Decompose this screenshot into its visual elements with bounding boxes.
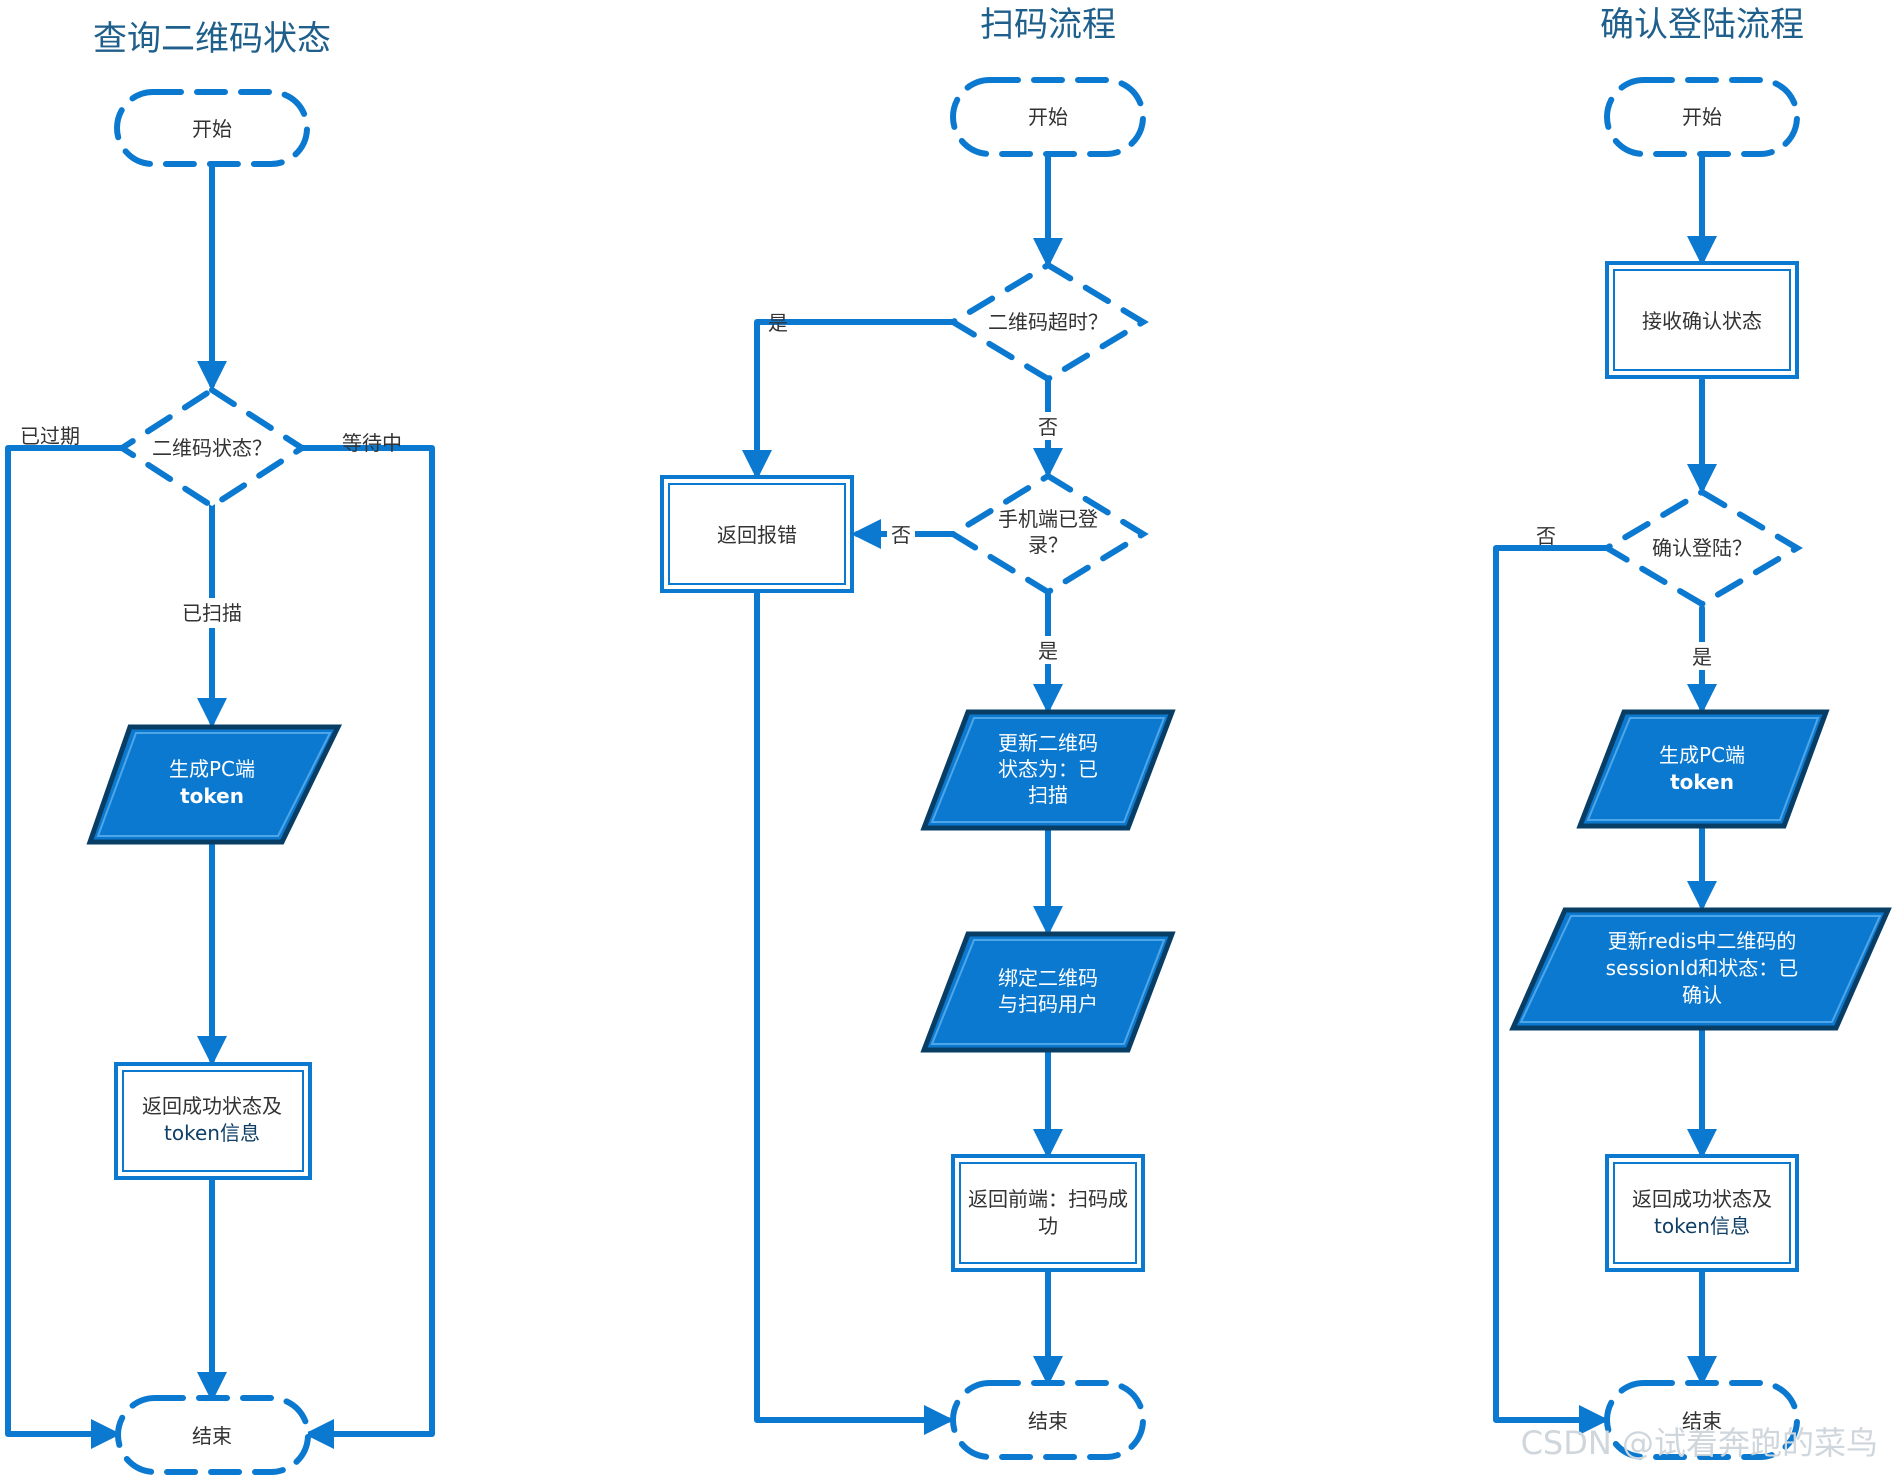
receive-status-label: 接收确认状态	[1642, 309, 1762, 333]
confirm-decision-label: 确认登陆？	[1652, 536, 1752, 560]
logged-yes-label: 是	[1038, 639, 1058, 663]
timeout-decision-label: 二维码超时？	[988, 310, 1108, 334]
edge-confirm-no	[1493, 545, 1610, 1435]
end-terminal	[950, 1380, 1146, 1460]
update-status-line2: 状态为：已	[998, 757, 1098, 781]
update-status-line3: 扫描	[1028, 783, 1068, 807]
end-terminal	[1604, 1380, 1800, 1460]
error-label: 返回报错	[717, 523, 797, 547]
csdn-watermark: CSDN @试着奔跑的菜鸟	[1521, 1424, 1878, 1462]
confirm-flow: 开始 接收确认状态 确认登陆？ 否 是 生成PC端 token 更新redis中…	[1493, 77, 1892, 1460]
return-success-process-inner	[122, 1070, 304, 1172]
waiting-label: 等待中	[342, 431, 402, 455]
logged-no-label: 否	[891, 523, 911, 547]
return-success-process	[114, 1062, 312, 1180]
edge-error-to-end	[754, 589, 954, 1435]
start-terminal	[1604, 77, 1800, 157]
generate-token-io-inner	[96, 732, 332, 837]
timeout-no-label: 否	[1038, 415, 1058, 439]
confirm-yes-label: 是	[1692, 645, 1712, 669]
generate-token-io-inner	[1586, 717, 1820, 821]
update-redis-io	[1509, 907, 1892, 1031]
receive-status-process	[1605, 261, 1799, 379]
return-success-process	[1605, 1154, 1799, 1272]
return-scan-success-line2: 功	[1038, 1214, 1058, 1238]
return-success-line1: 返回成功状态及	[1632, 1187, 1772, 1211]
start-label: 开始	[1682, 105, 1722, 129]
logged-in-decision-line2: 录？	[1028, 533, 1068, 557]
title-confirm-flow: 确认登陆流程	[1600, 5, 1804, 45]
generate-token-line2: token	[1670, 770, 1734, 794]
generate-token-line1: 生成PC端	[1659, 743, 1745, 767]
error-process-inner	[668, 483, 846, 585]
edge-waiting	[299, 445, 435, 1449]
update-redis-line1: 更新redis中二维码的	[1608, 929, 1797, 953]
generate-token-io	[86, 724, 342, 845]
end-terminal	[115, 1395, 311, 1475]
scanned-label: 已扫描	[182, 601, 242, 625]
confirm-no-label: 否	[1536, 524, 1556, 548]
update-redis-line2: sessionId和状态：已	[1606, 956, 1799, 980]
update-redis-io-inner	[1519, 915, 1882, 1023]
generate-token-line2: token	[180, 784, 244, 808]
bind-user-io	[920, 931, 1176, 1053]
logged-in-decision	[947, 472, 1149, 596]
bind-user-line1: 绑定二维码	[998, 966, 1098, 990]
query-flow: 开始 二维码状态？ 已过期 等待中 已扫描 生成PC端 token 返回成功状态…	[5, 89, 435, 1475]
status-decision	[116, 386, 308, 510]
start-terminal	[114, 89, 310, 167]
update-status-line1: 更新二维码	[998, 731, 1098, 755]
return-scan-success-process	[951, 1154, 1145, 1272]
update-status-io-inner	[930, 717, 1166, 823]
end-label: 结束	[1028, 1409, 1068, 1433]
logged-yes-label-bg	[1034, 636, 1062, 664]
logged-no-label-bg	[887, 520, 915, 548]
generate-token-line1: 生成PC端	[169, 757, 255, 781]
start-terminal	[950, 77, 1146, 157]
timeout-decision	[947, 261, 1149, 383]
update-redis-line3: 确认	[1682, 983, 1722, 1007]
start-label: 开始	[1028, 105, 1068, 129]
edge-timeout-yes	[742, 319, 955, 480]
update-status-io	[920, 709, 1176, 831]
return-scan-success-process-inner	[959, 1162, 1137, 1264]
status-decision-label: 二维码状态？	[152, 436, 272, 460]
receive-status-process-inner	[1613, 269, 1791, 371]
confirm-decision	[1601, 488, 1803, 608]
bind-user-line2: 与扫码用户	[998, 992, 1098, 1016]
timeout-no-label-bg	[1034, 412, 1062, 440]
error-process	[660, 475, 854, 593]
scanned-label-bg	[172, 598, 252, 628]
scan-flow: 开始 二维码超时？ 是 否 手机端已登 录？ 否 是 返回报错 更新二维码 状态…	[660, 77, 1176, 1460]
return-success-line2: token信息	[1654, 1214, 1750, 1238]
start-label: 开始	[192, 117, 232, 141]
logged-in-decision-line1: 手机端已登	[998, 507, 1098, 531]
confirm-yes-label-bg	[1688, 642, 1716, 670]
return-scan-success-line1: 返回前端：扫码成	[968, 1187, 1128, 1211]
return-success-line2: token信息	[164, 1121, 260, 1145]
end-label: 结束	[192, 1424, 232, 1448]
title-scan-flow: 扫码流程	[980, 5, 1116, 45]
bind-user-io-inner	[930, 939, 1166, 1045]
return-success-process-inner	[1613, 1162, 1791, 1264]
generate-token-io	[1576, 709, 1830, 829]
title-query-status: 查询二维码状态	[93, 19, 331, 59]
expired-label: 已过期	[20, 424, 80, 448]
end-label: 结束	[1682, 1409, 1722, 1433]
return-success-line1: 返回成功状态及	[142, 1094, 282, 1118]
edge-expired	[5, 445, 125, 1449]
timeout-yes-label: 是	[768, 311, 788, 335]
